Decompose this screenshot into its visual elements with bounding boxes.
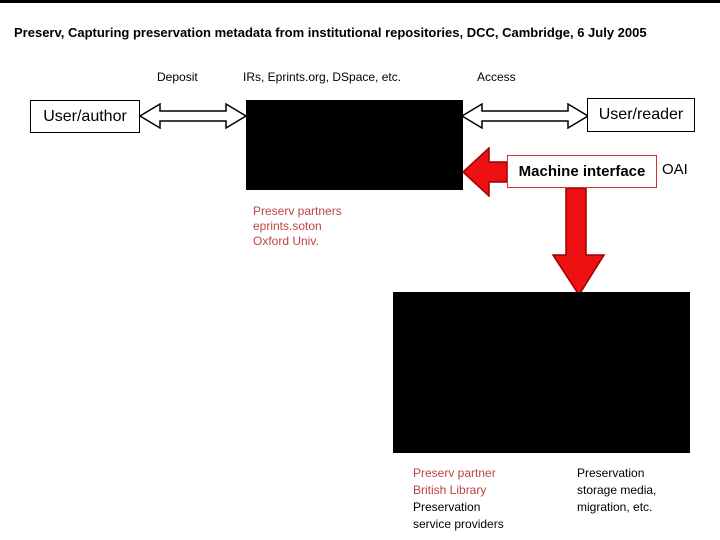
annotation-line: Preserv partner xyxy=(413,466,496,480)
access-double-arrow-icon xyxy=(461,103,589,129)
annotation-line: storage media, xyxy=(577,483,657,497)
user-author-box: User/author xyxy=(30,100,140,133)
annotation-line: service providers xyxy=(413,517,504,531)
slide-title: Preserv, Capturing preservation metadata… xyxy=(14,25,647,40)
preservation-black-box xyxy=(393,292,690,453)
preserv-partners-annotation: Preserv partners eprints.soton Oxford Un… xyxy=(253,204,342,249)
annotation-line: Preserv partners xyxy=(253,204,342,218)
oai-harvest-arrow-icon xyxy=(462,147,508,197)
ir-black-box xyxy=(246,100,463,190)
preservation-flow-arrow-icon xyxy=(552,188,606,296)
annotation-line: eprints.soton xyxy=(253,219,322,233)
preservation-storage-annotation: Preservation storage media, migration, e… xyxy=(577,465,656,516)
annotation-line: Preservation xyxy=(413,500,481,514)
deposit-double-arrow-icon xyxy=(139,103,247,129)
annotation-line: British Library xyxy=(413,483,487,497)
slide-top-border xyxy=(0,0,720,3)
preserv-partner-annotation: Preserv partner British Library Preserva… xyxy=(413,465,504,533)
deposit-label: Deposit xyxy=(157,70,198,84)
annotation-line: Oxford Univ. xyxy=(253,234,319,248)
annotation-line: migration, etc. xyxy=(577,500,653,514)
repositories-label: IRs, Eprints.org, DSpace, etc. xyxy=(243,70,402,84)
machine-interface-box: Machine interface xyxy=(507,155,657,188)
oai-label: OAI xyxy=(662,161,688,178)
access-label: Access xyxy=(477,70,516,84)
annotation-line: Preservation xyxy=(577,466,645,480)
user-reader-box: User/reader xyxy=(587,98,695,132)
